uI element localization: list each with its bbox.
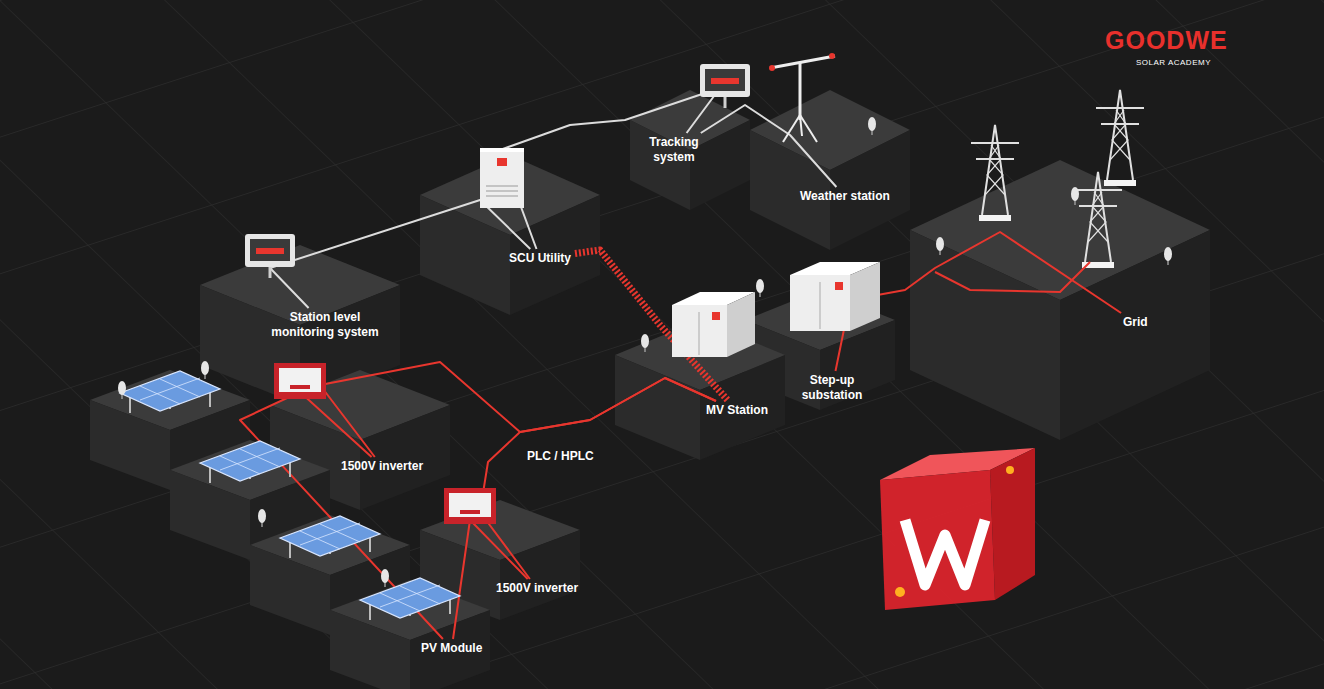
tree [258, 509, 266, 527]
weather-station-icon [769, 53, 835, 142]
pedestal-label: Station level monitoring system [260, 308, 390, 342]
cable-connector [480, 378, 716, 579]
node-text: SCU Utility [509, 251, 571, 266]
tree [201, 361, 209, 379]
pylon [1074, 172, 1122, 268]
node-text: 1500V inverter [341, 459, 423, 474]
brand-logo: GOODWE [1105, 26, 1228, 55]
red-cube [880, 448, 1035, 610]
mv-station-box [672, 292, 755, 357]
pedestal-label: Step-up substation [792, 371, 872, 405]
pedestal-label: Tracking system [639, 133, 709, 167]
pylon [1096, 90, 1144, 186]
pedestal [910, 160, 1210, 440]
pedestal [630, 90, 750, 210]
pedestal-label: Weather station [796, 187, 894, 206]
pv-panel [360, 578, 460, 620]
cable-connector [453, 520, 528, 639]
tree [118, 381, 126, 399]
pedestal-label: 1500V inverter [337, 457, 427, 476]
tree [936, 237, 944, 255]
pedestal-label: MV Station [702, 401, 772, 420]
node-text: PV Module [421, 641, 482, 656]
node-text: Weather station [800, 189, 890, 204]
node-text: MV Station [706, 403, 768, 418]
pv-panel [200, 441, 300, 483]
node-text: Tracking system [643, 135, 705, 165]
pylon [971, 125, 1019, 221]
grid-wire [935, 262, 1090, 292]
node-text: 1500V inverter [496, 581, 578, 596]
tree [756, 279, 764, 297]
cable-connector [575, 250, 728, 401]
tree [381, 569, 389, 587]
scu-cabinet [480, 148, 524, 208]
cable-connector [836, 232, 1122, 371]
pedestal-label: PV Module [417, 639, 486, 658]
tree [868, 117, 876, 135]
link-label: PLC / HPLC [524, 448, 597, 464]
cable-connector [500, 88, 720, 249]
pedestal-label: SCU Utility [505, 249, 575, 268]
tree [641, 334, 649, 352]
brand-subtitle: SOLAR ACADEMY [1136, 58, 1211, 67]
node-text: Station level monitoring system [264, 310, 386, 340]
tree [1071, 187, 1079, 205]
pedestal [750, 90, 910, 250]
substation-box [790, 262, 880, 331]
tree [1164, 247, 1172, 265]
cable-connector [320, 362, 716, 457]
cable-connector [270, 200, 530, 308]
pv-panel [280, 516, 380, 558]
pedestal-label: 1500V inverter [492, 579, 582, 598]
inverter-icon [444, 488, 496, 524]
monitor-icon [245, 234, 295, 278]
node-text: Step-up substation [796, 373, 868, 403]
pedestal-label: Grid [1119, 313, 1152, 332]
cable-connector [701, 105, 837, 187]
node-text: Grid [1123, 315, 1148, 330]
monitor-icon [700, 64, 750, 108]
inverter-icon [274, 363, 326, 399]
